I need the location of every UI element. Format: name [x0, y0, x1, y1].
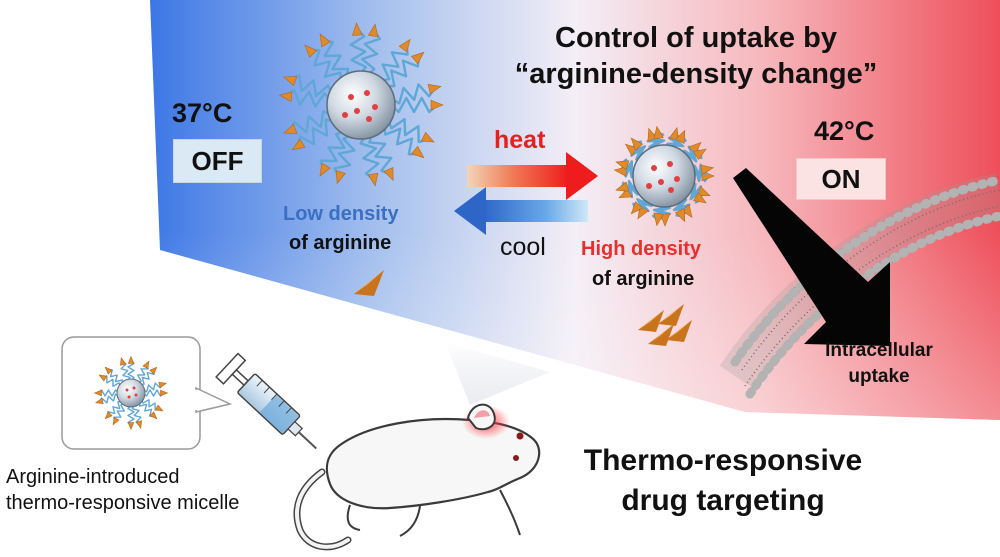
mouse-icon: [293, 403, 541, 551]
low-density-of-arginine: of arginine: [289, 232, 392, 254]
micelle-caption-line-1: Arginine-introduced: [6, 466, 180, 488]
panel-title-line-2: “arginine-density change”: [514, 58, 878, 90]
temperature-right: 42°C: [814, 116, 875, 146]
uptake-label-line-2: uptake: [848, 366, 910, 387]
arginine-icon: [354, 270, 384, 296]
high-density-of-arginine: of arginine: [592, 268, 695, 290]
uptake-label-line-1: Intracellular: [825, 340, 933, 361]
micelle-caption-line-2: thermo-responsive micelle: [6, 492, 240, 514]
syringe-icon: [215, 352, 317, 450]
spotlight-cone: [445, 342, 550, 405]
cell-membrane-icon: [719, 173, 1000, 399]
low-density-label: Low density: [283, 203, 399, 225]
micelle-high-density-icon: [613, 125, 715, 227]
headline-line-1: Thermo-responsive: [583, 444, 863, 477]
panel-title-line-1: Control of uptake by: [555, 22, 837, 54]
cool-label: cool: [500, 233, 546, 261]
cool-arrow: [454, 187, 588, 235]
state-off-badge: OFF: [173, 139, 262, 183]
micelle-inset: [61, 336, 233, 450]
arginine-cluster-icon: [638, 304, 692, 346]
temperature-left: 37°C: [172, 98, 233, 128]
uptake-arrow: [733, 168, 890, 346]
micelle-low-density-icon: [278, 22, 444, 187]
heat-arrow: [467, 152, 598, 200]
heat-label: heat: [494, 126, 546, 154]
state-on-badge: ON: [796, 158, 886, 200]
micelle-inset-icon: [93, 355, 169, 431]
high-density-label: High density: [581, 238, 702, 260]
headline-line-2: drug targeting: [621, 484, 825, 517]
